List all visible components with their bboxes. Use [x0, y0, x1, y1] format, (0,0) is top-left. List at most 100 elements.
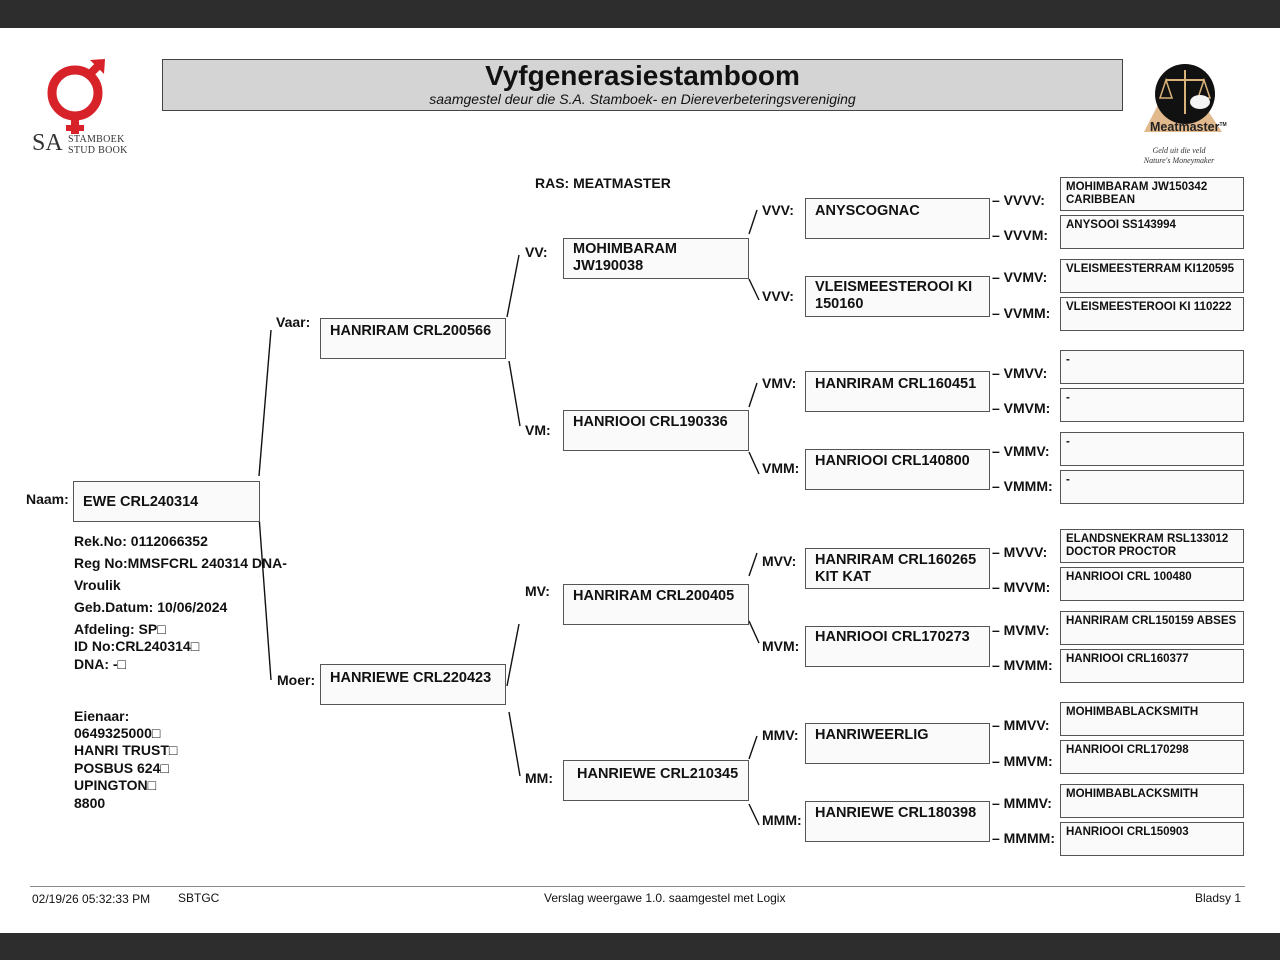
- owner-postbox: POSBUS 624□: [74, 760, 169, 776]
- pedigree-connector-lines: [258, 209, 760, 826]
- gen3-box-mm: HANRIEWE CRL210345: [563, 760, 749, 801]
- gen5-label-7: – VMMV:: [992, 443, 1050, 459]
- gen5-box-9: ELANDSNEKRAM RSL133012 DOCTOR PROCTOR: [1060, 529, 1244, 563]
- owner-phone: 0649325000□: [74, 725, 161, 741]
- gen5-label-1: – VVVV:: [992, 192, 1045, 208]
- gen4-label-8: MMM:: [762, 812, 802, 828]
- pedigree-page: SA STAMBOEK STUD BOOK Vyfgenerasiestambo…: [0, 28, 1280, 933]
- gen5-label-8: – VMMM:: [992, 478, 1053, 494]
- animal-rek-no: Rek.No: 0112066352: [74, 533, 208, 549]
- gen4-label-2: VVV:: [762, 288, 794, 304]
- logo-line-stamboek: STAMBOEK: [68, 134, 125, 145]
- gen5-label-10: – MVVM:: [992, 579, 1051, 595]
- title-banner: Vyfgenerasiestamboom saamgestel deur die…: [162, 59, 1123, 111]
- gen5-box-8: -: [1060, 470, 1244, 504]
- gen4-box-7: HANRIWEERLIG: [805, 723, 990, 764]
- page-subtitle: saamgestel deur die S.A. Stamboek- en Di…: [429, 91, 856, 107]
- gen4-box-5: HANRIRAM CRL160265 KIT KAT: [805, 548, 990, 589]
- gen4-box-1: ANYSCOGNAC: [805, 198, 990, 239]
- meatmaster-slogan-2: Nature's Moneymaker: [1143, 156, 1215, 165]
- owner-postcode: 8800: [74, 795, 106, 811]
- footer-report-version: Verslag weergawe 1.0. saamgestel met Log…: [544, 891, 786, 905]
- gen3-box-mv: HANRIRAM CRL200405: [563, 584, 749, 625]
- gen5-label-15: – MMMV:: [992, 795, 1052, 811]
- gen5-label-6: – VMVM:: [992, 400, 1051, 416]
- gen5-box-11: HANRIRAM CRL150159 ABSES: [1060, 611, 1244, 645]
- owner-town: UPINGTON□: [74, 777, 157, 793]
- sa-studbook-logo: SA STAMBOEK STUD BOOK: [28, 58, 138, 158]
- animal-sex: Vroulik: [74, 577, 121, 593]
- gen2-label-sire: Vaar:: [276, 314, 311, 330]
- gen5-label-2: – VVVM:: [992, 227, 1049, 243]
- footer-page-number: Bladsy 1: [1195, 891, 1242, 905]
- gen5-box-10: HANRIOOI CRL 100480: [1060, 567, 1244, 601]
- gen5-label-14: – MMVM:: [992, 753, 1053, 769]
- gen5-box-6: -: [1060, 388, 1244, 422]
- gen3-label-vv: VV:: [525, 244, 548, 260]
- gen4-box-3: HANRIRAM CRL160451: [805, 371, 990, 412]
- animal-id-no: ID No:CRL240314□: [74, 638, 200, 654]
- studbook-symbol-icon: [47, 59, 105, 134]
- owner-name: HANRI TRUST□: [74, 742, 178, 758]
- gen5-label-9: – MVVV:: [992, 544, 1048, 560]
- gen3-label-mv: MV:: [525, 583, 550, 599]
- gen5-box-12: HANRIOOI CRL160377: [1060, 649, 1244, 683]
- viewer-top-bar: [0, 0, 1280, 28]
- viewer-bottom-bar: [0, 933, 1280, 960]
- logo-sa-letters: SA: [32, 130, 63, 156]
- meatmaster-logo: MeatmasterTM Geld uit die veld Nature's …: [1138, 60, 1228, 170]
- gen4-box-4: HANRIOOI CRL140800: [805, 449, 990, 490]
- animal-birth-date: Geb.Datum: 10/06/2024: [74, 599, 228, 615]
- gen2-label-dam: Moer:: [277, 672, 316, 688]
- animal-name-box: EWE CRL240314: [73, 481, 260, 522]
- gen2-box-dam: HANRIEWE CRL220423: [320, 664, 506, 705]
- gen5-box-7: -: [1060, 432, 1244, 466]
- animal-dna: DNA: -□: [74, 656, 127, 672]
- animal-reg-no: Reg No:MMSFCRL 240314 DNA-: [74, 555, 287, 571]
- gen5-label-12: – MVMM:: [992, 657, 1053, 673]
- gen5-label-4: – VVMM:: [992, 305, 1051, 321]
- gen5-label-11: – MVMV:: [992, 622, 1050, 638]
- gen4-label-4: VMM:: [762, 460, 800, 476]
- gen5-label-3: – VVMV:: [992, 269, 1048, 285]
- gen3-label-mm: MM:: [525, 770, 553, 786]
- animal-section: Afdeling: SP□: [74, 621, 166, 637]
- gen4-box-6: HANRIOOI CRL170273: [805, 626, 990, 667]
- gen4-box-8: HANRIEWE CRL180398: [805, 801, 990, 842]
- gen3-box-vv: MOHIMBARAM JW190038: [563, 238, 749, 279]
- gen2-box-sire: HANRIRAM CRL200566: [320, 318, 506, 359]
- gen3-box-vm: HANRIOOI CRL190336: [563, 410, 749, 451]
- logo-line-studbook: STUD BOOK: [68, 145, 128, 156]
- gen5-label-16: – MMMM:: [992, 830, 1055, 846]
- gen4-label-3: VMV:: [762, 375, 797, 391]
- gen4-box-2: VLEISMEESTEROOI KI 150160: [805, 276, 990, 317]
- owner-heading: Eienaar:: [74, 708, 130, 724]
- meatmaster-slogan-1: Geld uit die veld: [1152, 146, 1206, 155]
- breed-label: RAS: MEATMASTER: [535, 175, 671, 191]
- meatmaster-tm: TM: [1219, 121, 1227, 128]
- gen3-label-vm: VM:: [525, 422, 551, 438]
- animal-name-label: Naam:: [26, 491, 69, 507]
- gen5-box-15: MOHIMBABLACKSMITH: [1060, 784, 1244, 818]
- gen4-label-5: MVV:: [762, 553, 797, 569]
- gen5-box-14: HANRIOOI CRL170298: [1060, 740, 1244, 774]
- meatmaster-brand: MeatmasterTM: [1150, 120, 1227, 134]
- footer-divider: [30, 886, 1245, 887]
- footer-code: SBTGC: [178, 891, 220, 905]
- footer-datetime: 02/19/26 05:32:33 PM: [32, 892, 151, 906]
- gen5-box-13: MOHIMBABLACKSMITH: [1060, 702, 1244, 736]
- gen5-box-1: MOHIMBARAM JW150342 CARIBBEAN: [1060, 177, 1244, 211]
- page-title: Vyfgenerasiestamboom: [485, 60, 800, 91]
- gen5-label-5: – VMVV:: [992, 365, 1048, 381]
- gen4-label-6: MVM:: [762, 638, 800, 654]
- gen5-box-3: VLEISMEESTERRAM KI120595: [1060, 259, 1244, 293]
- gen5-box-16: HANRIOOI CRL150903: [1060, 822, 1244, 856]
- gen5-box-2: ANYSOOI SS143994: [1060, 215, 1244, 249]
- gen5-label-13: – MMVV:: [992, 717, 1050, 733]
- gen5-box-5: -: [1060, 350, 1244, 384]
- gen4-label-7: MMV:: [762, 727, 799, 743]
- gen4-label-1: VVV:: [762, 202, 794, 218]
- meatmaster-brand-text: Meatmaster: [1150, 120, 1220, 134]
- gen5-box-4: VLEISMEESTEROOI KI 110222: [1060, 297, 1244, 331]
- meatmaster-emblem-icon: [1144, 64, 1222, 132]
